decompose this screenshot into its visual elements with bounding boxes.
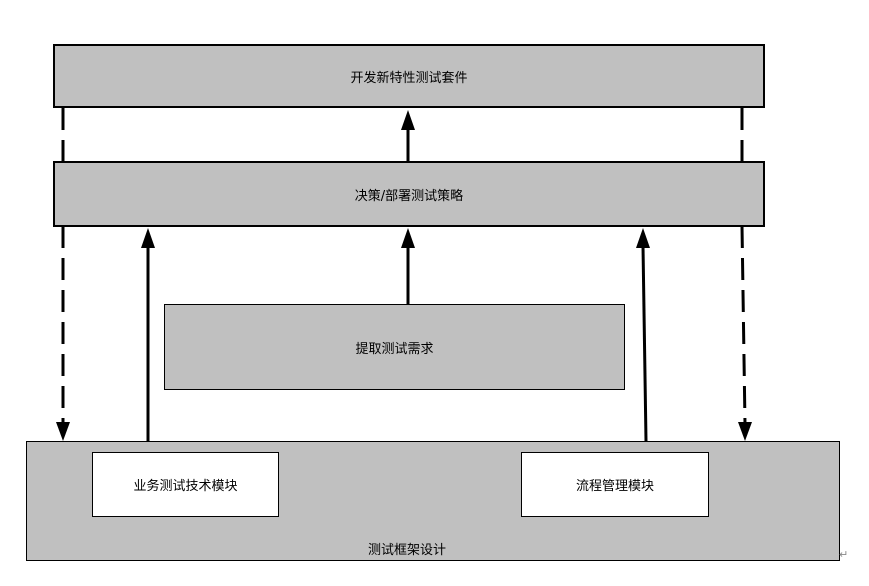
extract-requirements-label: 提取测试需求 — [355, 341, 434, 357]
paragraph-mark: ↵ — [839, 548, 849, 561]
dev-suite-label: 开发新特性测试套件 — [350, 70, 468, 86]
framework-design-label: 测试框架设计 — [368, 543, 447, 558]
extract-requirements-box: 提取测试需求 — [164, 304, 625, 390]
arrow-business-to-decision — [141, 228, 155, 441]
dashed-arrow-left — [56, 108, 70, 441]
dashed-arrow-right — [738, 108, 752, 441]
process-management-module-box: 流程管理模块 — [521, 452, 709, 517]
decision-box: 决策/部署测试策略 — [53, 161, 765, 227]
process-management-module-label: 流程管理模块 — [575, 479, 654, 494]
dev-suite-box: 开发新特性测试套件 — [53, 44, 765, 108]
arrow-extract-to-decision — [401, 228, 415, 304]
arrow-process-to-decision — [636, 228, 650, 442]
decision-label: 决策/部署测试策略 — [354, 188, 464, 204]
business-tech-module-label: 业务测试技术模块 — [133, 479, 238, 494]
arrow-decision-to-suite — [401, 110, 415, 162]
business-tech-module-box: 业务测试技术模块 — [92, 452, 279, 517]
